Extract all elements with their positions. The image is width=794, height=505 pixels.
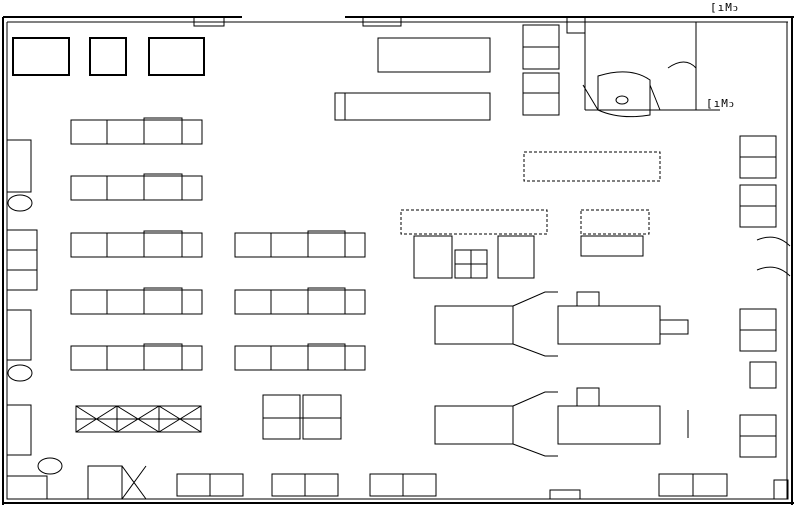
dashed-bench xyxy=(523,151,661,182)
right-wall-cabinets xyxy=(739,135,791,458)
marker-label-right: [ıMↄ xyxy=(706,97,735,110)
fume-hoods-center xyxy=(262,394,342,440)
storage-racks xyxy=(75,405,202,433)
bench-row-2 xyxy=(70,173,203,201)
bench-row-1 xyxy=(70,117,203,145)
bench-row-4 xyxy=(70,287,366,315)
hood-units-top xyxy=(522,24,560,116)
instrument-table-lower xyxy=(434,387,689,457)
bench-row-3 xyxy=(70,230,366,258)
island-bench-top-left xyxy=(400,209,548,279)
marker-label-top: [ıMↄ xyxy=(710,1,739,14)
bottom-wall-counters xyxy=(6,465,789,500)
instrument-table-upper xyxy=(434,291,689,357)
round-table-top-right xyxy=(582,61,697,118)
left-wall-fixtures xyxy=(6,139,63,475)
bench-row-5 xyxy=(70,343,366,371)
counter-top-center xyxy=(334,37,491,121)
top-wall-fixtures xyxy=(193,16,720,111)
island-bench-top-right xyxy=(580,209,650,257)
cabinet-group-top-left xyxy=(12,37,205,76)
